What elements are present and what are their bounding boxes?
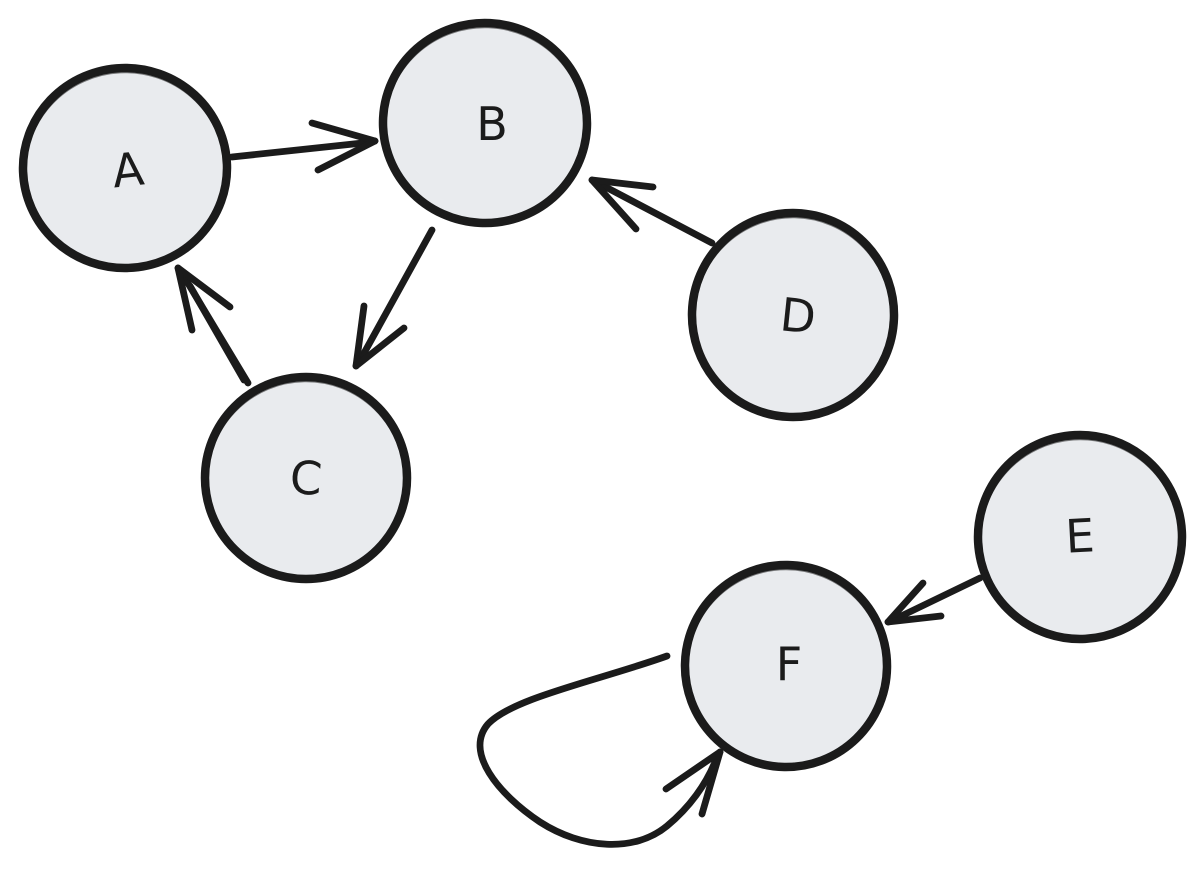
edge-C-A	[174, 264, 252, 387]
node-circle-overdraw	[685, 567, 887, 769]
edge-shaft	[889, 574, 984, 624]
node-circle-overdraw	[23, 70, 227, 270]
node-circle-overdraw	[205, 379, 407, 581]
edge-B-C	[352, 226, 436, 370]
arrowhead-barb	[174, 264, 196, 334]
node-E: E	[973, 430, 1187, 644]
edge-F-F	[476, 652, 724, 848]
node-D: D	[687, 208, 899, 422]
node-label-F: F	[776, 637, 802, 691]
edge-shaft	[354, 226, 436, 368]
arrowhead-barb	[186, 282, 248, 384]
arrowhead-barb	[352, 324, 408, 370]
node-circle-overdraw	[692, 215, 894, 419]
arrowhead-barb	[308, 119, 379, 145]
node-F: F	[680, 560, 892, 772]
node-A: A	[18, 63, 232, 273]
node-B: B	[378, 18, 592, 228]
edge-shaft	[594, 179, 716, 247]
edge-E-F	[884, 574, 984, 626]
node-circle-overdraw	[978, 437, 1182, 641]
arrowhead-barb	[662, 748, 724, 793]
arrowhead-barb	[884, 612, 945, 626]
edge-A-B	[228, 119, 379, 174]
edge-shaft	[228, 138, 376, 161]
node-label-D: D	[778, 287, 819, 344]
arrowhead-barb	[588, 176, 657, 191]
node-label-E: E	[1064, 508, 1096, 563]
arrowhead-barb	[174, 264, 234, 311]
arrowhead-barb	[314, 137, 379, 174]
arrowhead-barb	[698, 748, 724, 818]
edge-D-B	[588, 176, 716, 247]
node-C: C	[200, 372, 412, 584]
node-label-A: A	[110, 141, 147, 198]
arrowhead-barb	[884, 579, 927, 626]
node-circle-overdraw	[383, 25, 587, 225]
arrowhead-barb	[352, 302, 368, 370]
node-label-C: C	[288, 450, 324, 506]
node-label-B: B	[476, 97, 508, 151]
edge-shaft	[476, 652, 719, 848]
arrowhead-barb	[588, 176, 640, 233]
